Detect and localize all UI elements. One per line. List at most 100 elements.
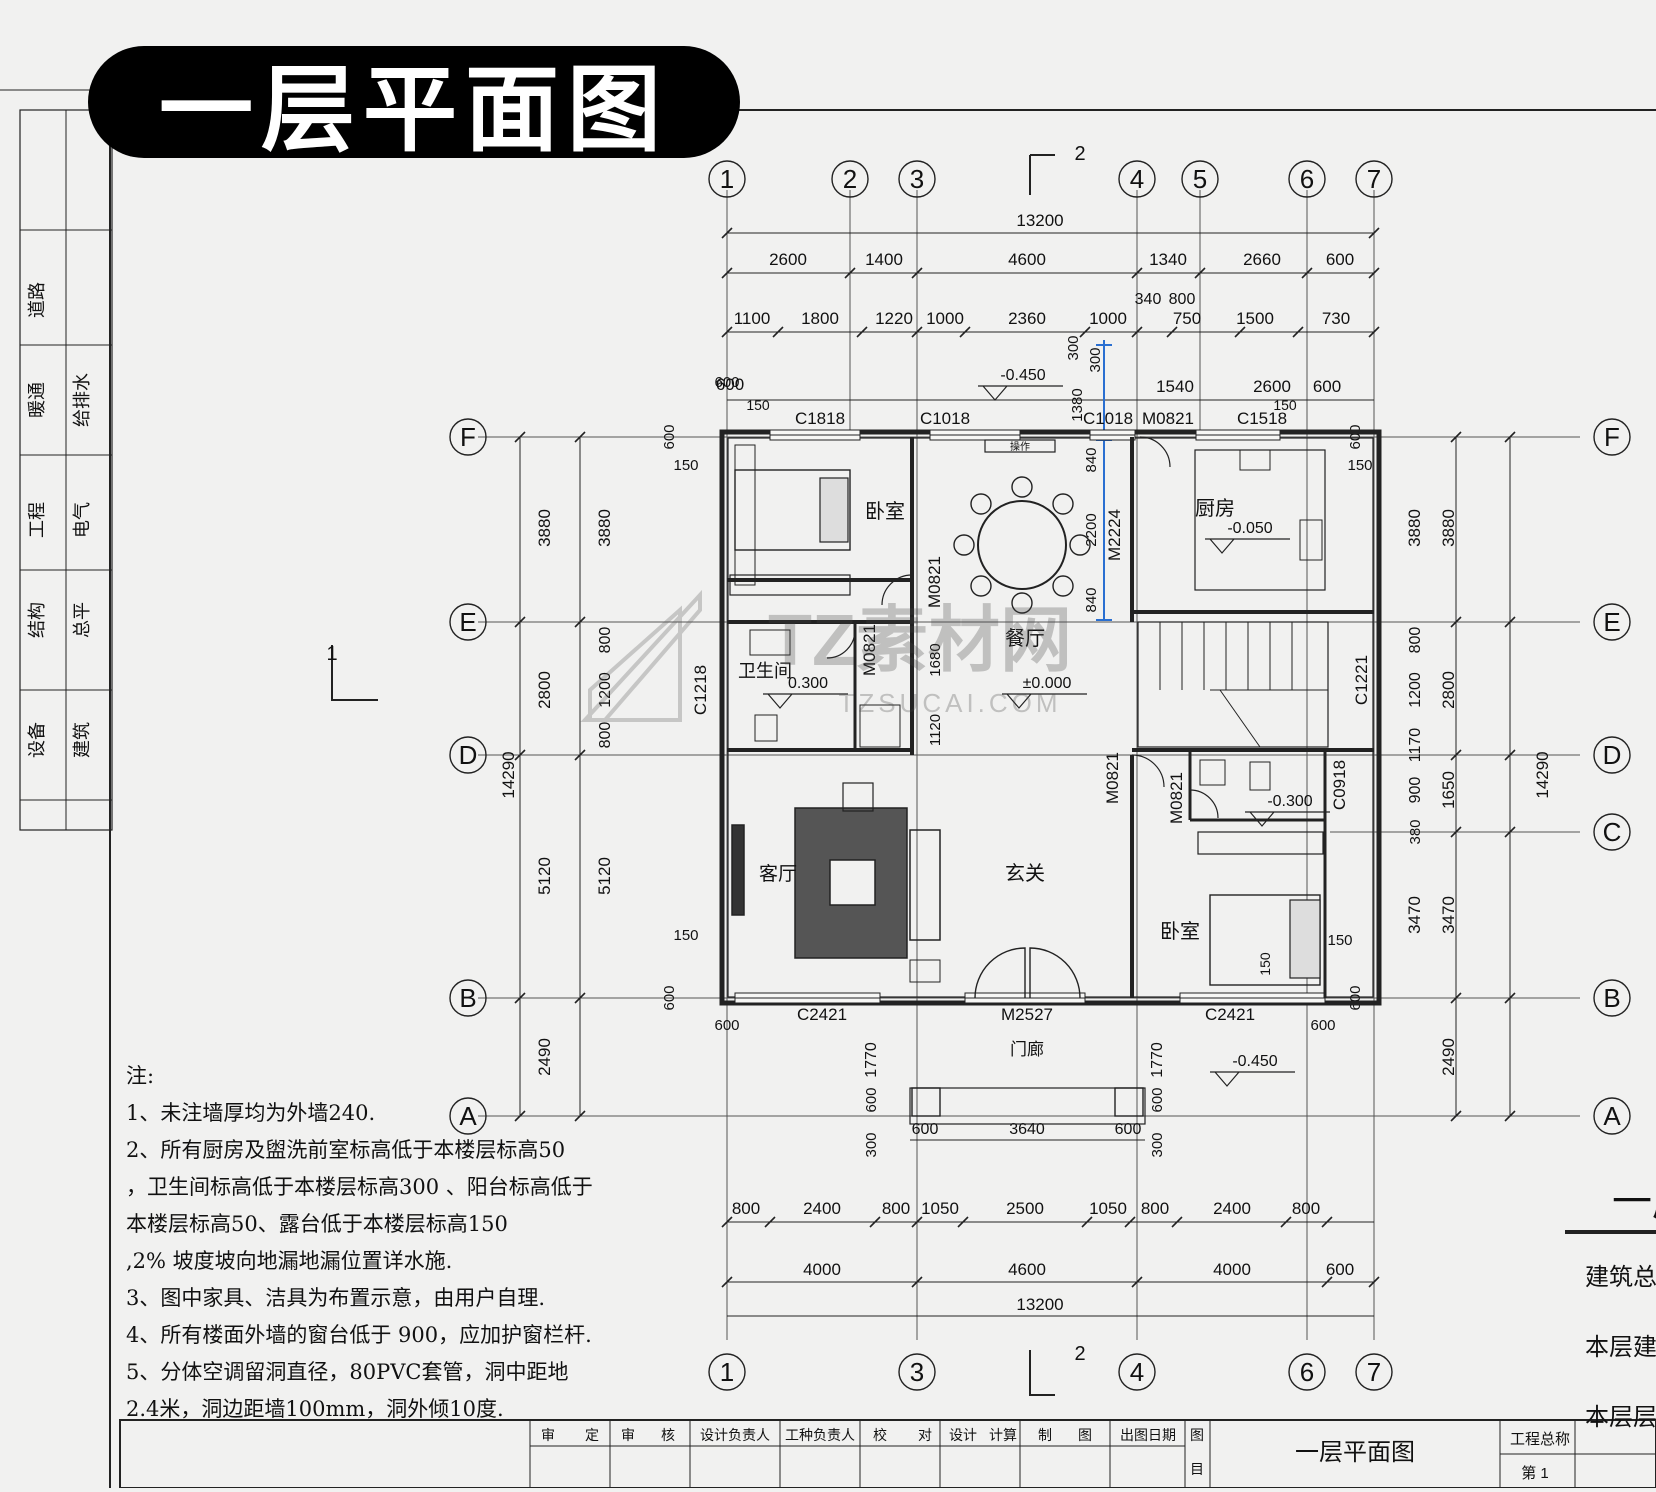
dim-text: 2600 [769,250,807,269]
opening-label: C1218 [691,665,710,715]
title-block-header: 目 [1190,1461,1204,1477]
dimension-tick [1321,1216,1333,1228]
axis-bubble-top-label: 5 [1193,164,1207,194]
opening-label: C1518 [1237,409,1287,428]
dimension-tick [1368,267,1380,279]
dim-text: 150 [1273,397,1297,413]
level-mark [978,385,1063,401]
note-line: 本楼层标高50、露台低于本楼层标高150 [126,1212,508,1236]
dimension-tick [1301,267,1313,279]
dim-text: 600 [714,374,739,391]
axis-bubble-top-circle [1118,160,1156,198]
axis-bubble-right-circle [1593,736,1631,774]
dim-text: 800 [597,627,614,654]
dimension-tick [1450,992,1462,1004]
dim-text: 5120 [535,857,554,895]
dim-text: 800 [882,1199,910,1218]
dim-text: 300 [1149,1132,1166,1157]
dimension-tick [1368,326,1380,338]
dim-text: 800 [597,722,614,749]
dim-text: 4600 [1008,1260,1046,1279]
design-notes: 注: 1、未注墙厚均为外墙240. 2、所有厨房及盥洗前室标高低于本楼层标高50… [126,1058,593,1428]
dim-text: 150 [1257,952,1273,976]
title-block-header: 工种负责人 [785,1427,855,1443]
dim-text: 2500 [1006,1199,1044,1218]
dimension-tick [574,749,586,761]
side-panel-line: 本层层 [1585,1404,1656,1431]
level-text: 0.300 [788,675,828,692]
axis-bubble-top-label: 4 [1130,164,1144,194]
axis-bubble-left-label: F [460,422,476,452]
dimension-tick [1368,227,1380,239]
wardrobe-b [1197,831,1324,855]
axis-bubble-right-label: F [1604,422,1620,452]
dim-text: 1170 [1407,728,1424,763]
dim-text: 1200 [597,672,614,708]
dimension-tick [911,1216,923,1228]
axis-bubble-top-label: 2 [843,164,857,194]
axis-bubble-top-circle [831,160,869,198]
dim-text: 600 [1115,1121,1142,1138]
level-text: -0.450 [1232,1053,1277,1070]
dim-text: 2360 [1008,309,1046,328]
dimension-tick [514,749,526,761]
axis-bubble-top-label: 1 [720,164,734,194]
dim-text: 1000 [1089,309,1127,328]
axis-bubble-right-label: A [1603,1101,1621,1131]
dimension-tick [1450,749,1462,761]
axis-bubble-top-circle [1181,160,1219,198]
opening-label: C1018 [1083,409,1133,428]
dim-text: 1380 [1069,388,1086,421]
stair [1137,621,1329,748]
dimension-tick [514,1110,526,1122]
door-swing [826,629,856,659]
dimension-tick [764,1216,776,1228]
dim-text: 840 [1083,447,1100,472]
opening-label: C2421 [797,1005,847,1024]
dim-text: 3470 [1405,896,1424,934]
dimension-tick [1450,431,1462,443]
dim-text: 900 [1407,777,1424,804]
dim-text: 600 [1347,424,1364,449]
left-strip-text: 结构 [27,602,47,638]
side-panel-line: 本层建 [1585,1334,1656,1361]
dimension-tick [1292,326,1304,338]
dim-text: 150 [1327,932,1352,949]
dim-text: 800 [732,1199,760,1218]
coffee-table [829,859,876,906]
dimension-tick [1368,1276,1380,1288]
level-mark [1245,811,1330,827]
dim-text: 600 [661,424,678,449]
section-mark-label: 2 [1074,143,1085,165]
porch-column [911,1087,941,1117]
title-block-header: 核 [661,1427,675,1443]
section-mark-left [331,645,378,701]
washing-machine [859,704,901,748]
opening-label: M0821 [860,624,879,676]
dim-text: 1770 [863,1042,880,1078]
section-mark-bottom [1029,1350,1055,1396]
room-label-porch: 门廊 [1010,1040,1044,1059]
axis-bubble-bottom-circle [1288,1353,1326,1391]
banner-title: 一层平面图 [158,56,669,165]
dimension-tick [574,431,586,443]
dim-text: 1200 [1407,672,1424,708]
dim-text: 1650 [1439,771,1458,809]
dim-text: 1400 [865,250,903,269]
title-block-header: 图 [1078,1427,1092,1443]
notes-title: 注: [126,1064,155,1088]
axis-bubble-left-circle [449,418,487,456]
dim-text: 1100 [734,309,771,328]
door-swing [1139,436,1171,468]
dining-chair [1011,476,1033,498]
axis-bubble-bottom-circle [898,1353,936,1391]
dining-chair [1052,493,1074,515]
dim-text: 4600 [1008,250,1046,269]
counter-label: 操作 [1010,440,1030,453]
opening-label: C1018 [920,409,970,428]
left-strip-text: 给排水 [72,373,92,427]
title-block-header: 设计负责人 [700,1427,770,1443]
dim-text: 300 [863,1132,880,1157]
dimension-tick [1079,326,1091,338]
dim-text: 1000 [926,309,964,328]
